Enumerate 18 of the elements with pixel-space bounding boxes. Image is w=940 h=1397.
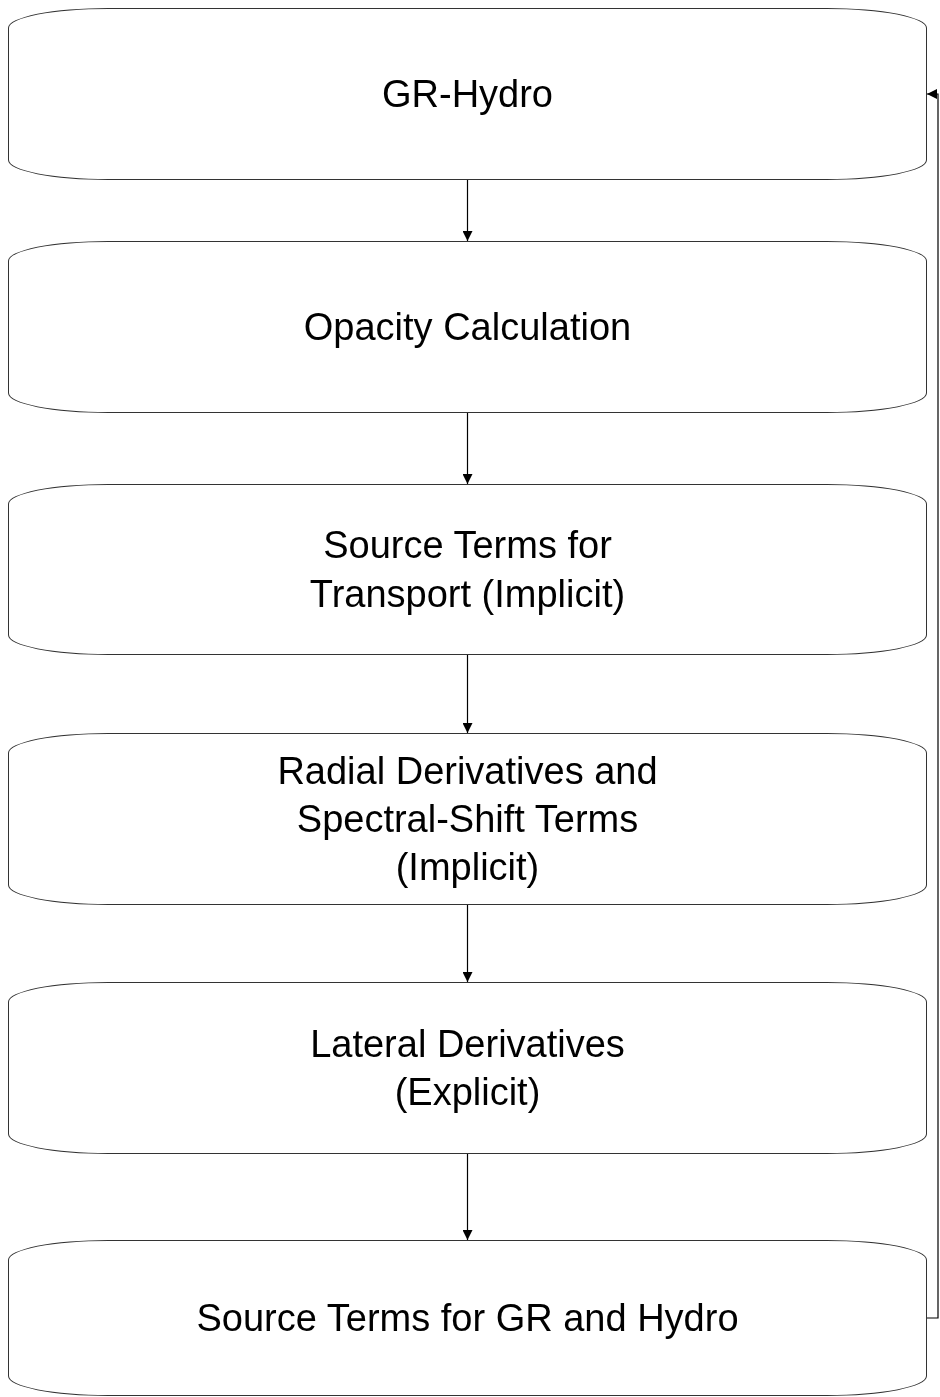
- arrow: [462, 654, 473, 734]
- box-label: GR-Hydro: [382, 71, 553, 117]
- process-box: [8, 484, 927, 655]
- process-box: [8, 733, 927, 905]
- arrow: [462, 1153, 473, 1241]
- process-box: [8, 1240, 927, 1396]
- process-box: [8, 241, 927, 413]
- process-box: [8, 982, 927, 1154]
- box-label: Source Terms for Transport (Implicit): [308, 523, 627, 617]
- arrow: [926, 89, 939, 1319]
- box-label: Source Terms for GR and Hydro: [196, 1295, 739, 1341]
- box-label: Lateral Derivatives (Explicit): [309, 1021, 626, 1115]
- arrow: [462, 412, 473, 485]
- process-box: [8, 8, 927, 180]
- box-label: Radial Derivatives and Spectral-Shift Terms (Implicit): [276, 748, 659, 891]
- arrow: [462, 179, 473, 242]
- box-label: Opacity Calculation: [303, 304, 632, 350]
- arrow: [462, 904, 473, 983]
